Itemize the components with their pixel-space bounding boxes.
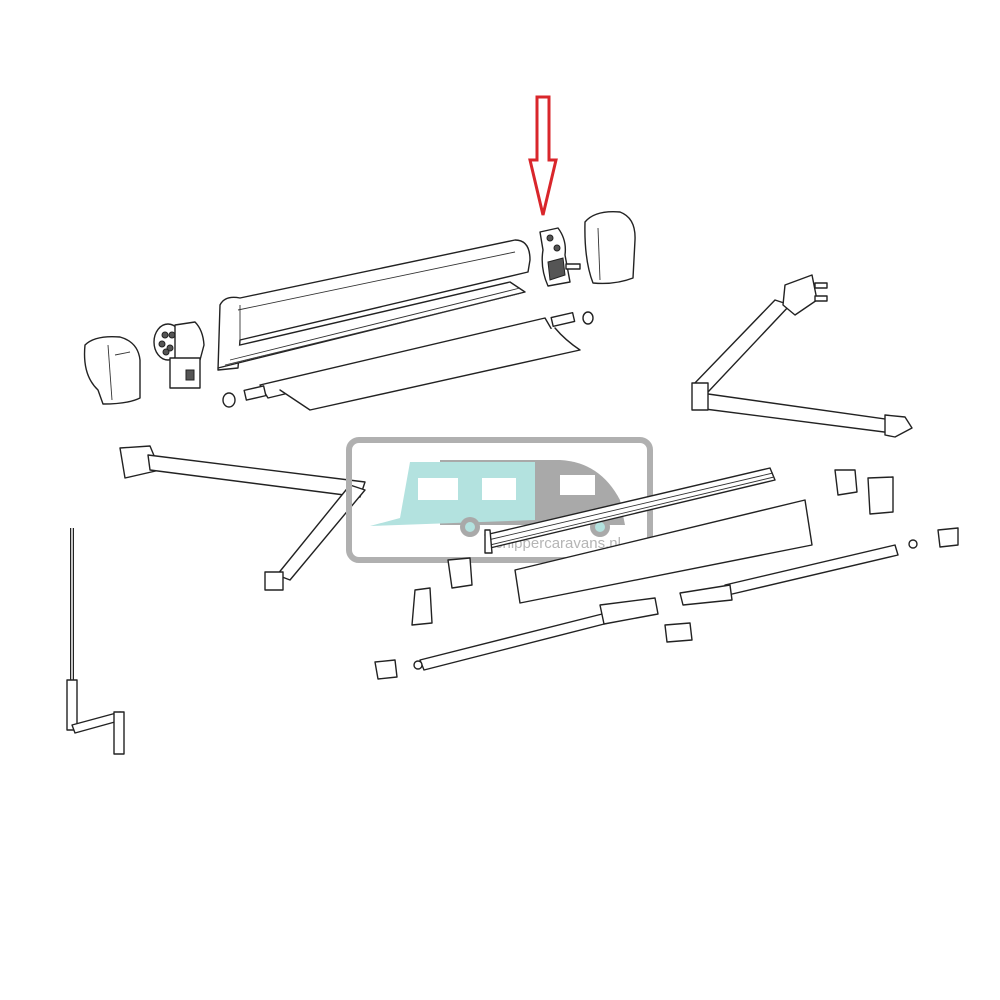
- red-arrow-indicator: [528, 95, 558, 216]
- front-rail: [484, 467, 776, 554]
- cassette-housing: [217, 239, 531, 371]
- mounting-brackets: [374, 469, 959, 680]
- roller-tube-and-fabric: [222, 311, 594, 411]
- watermark-logo: Schippercaravans.nl: [346, 437, 653, 563]
- crank-handle: [66, 528, 125, 755]
- left-support-arm: [119, 445, 366, 591]
- telescopic-leg-right: [679, 539, 918, 606]
- right-support-arm: [691, 274, 913, 438]
- valance-cover: [514, 499, 813, 604]
- right-end-cover: [584, 211, 636, 285]
- telescopic-leg-left: [413, 597, 659, 671]
- left-gear-mechanism: [153, 321, 205, 389]
- right-end-cap-mechanism: [539, 227, 581, 287]
- left-end-cover: [83, 335, 141, 405]
